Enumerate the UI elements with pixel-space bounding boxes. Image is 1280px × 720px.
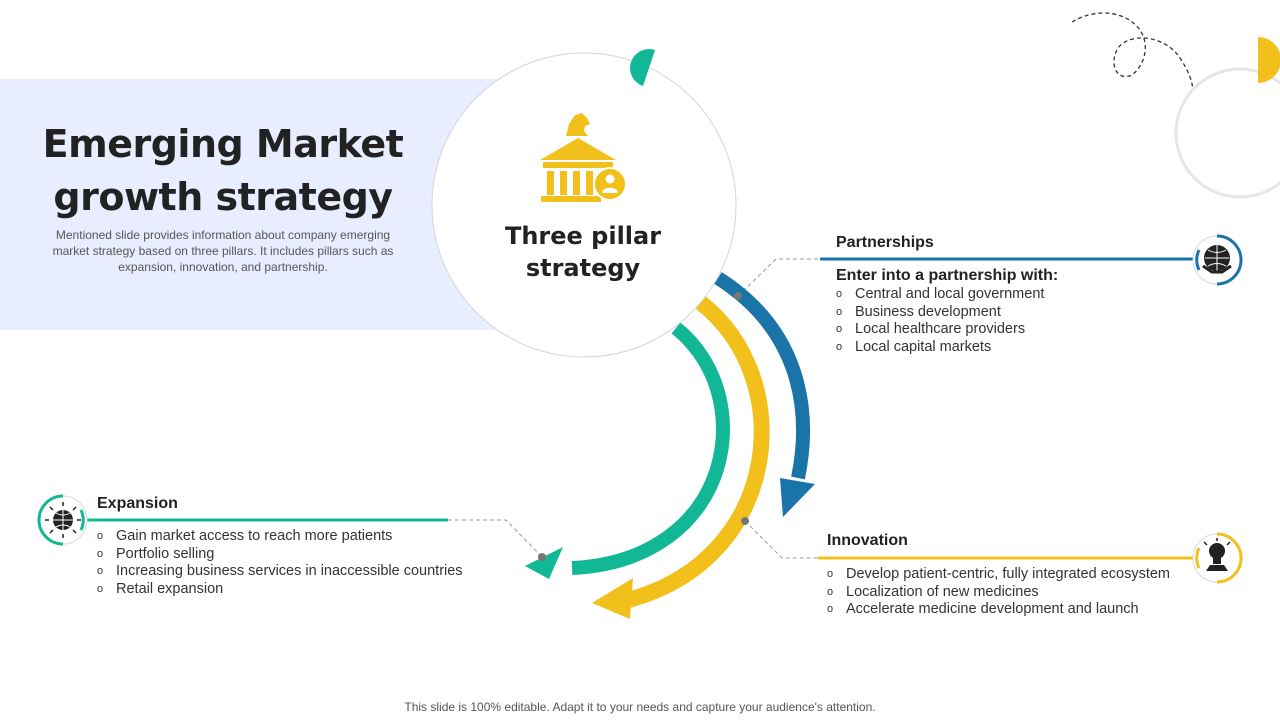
decorative-yellow-half-disc [1258,37,1280,83]
description-line-2: market strategy based on three pillars. … [52,244,394,258]
title-line-1: Emerging Market [42,122,404,166]
expansion-dot [538,553,546,561]
expansion-arrow [525,322,730,579]
list-item: Business development [836,304,1044,322]
center-circle [431,52,737,358]
list-item: Develop patient-centric, fully integrate… [827,566,1170,584]
list-item: Central and local government [836,286,1044,304]
network-globe-icon [37,494,88,546]
bank-chess-knight-icon [540,113,627,202]
lightbulb-gear-icon [1192,532,1243,584]
center-title: Three pillar strategy [483,220,683,284]
list-item: Increasing business services in inaccess… [97,563,463,581]
handshake-globe-icon [1192,234,1243,286]
center-title-line-2: strategy [525,254,641,282]
partnerships-subtitle: Enter into a partnership with: [836,267,1059,284]
innovation-title: Innovation [827,532,908,549]
expansion-list: Gain market access to reach more patient… [97,528,463,599]
slide-footer: This slide is 100% editable. Adapt it to… [404,700,876,714]
list-item: Localization of new medicines [827,584,1170,602]
partnerships-arrow [714,272,815,517]
partnerships-title: Partnerships [836,234,934,251]
list-item: Gain market access to reach more patient… [97,528,463,546]
innovation-list: Develop patient-centric, fully integrate… [827,566,1170,619]
list-item: Local capital markets [836,339,1044,357]
partnerships-dot [734,292,742,300]
slide-title: Emerging Market growth strategy [20,118,426,224]
description-line-3: expansion, innovation, and partnership. [118,260,328,274]
list-item: Portfolio selling [97,546,463,564]
decorative-green-half-disc [630,49,655,86]
innovation-dot [741,517,749,525]
decorative-circle-outline [1174,67,1280,199]
list-item: Accelerate medicine development and laun… [827,601,1170,619]
partnerships-connector [737,258,820,297]
partnerships-list: Central and local government Business de… [836,286,1044,357]
expansion-title: Expansion [97,495,178,512]
innovation-arrow [592,295,770,619]
description-line-1: Mentioned slide provides information abo… [55,228,391,242]
list-item: Retail expansion [97,581,463,599]
innovation-connector [744,520,818,559]
list-item: Local healthcare providers [836,321,1044,339]
center-title-line-1: Three pillar [504,222,662,250]
expansion-connector [448,519,543,558]
slide-description: Mentioned slide provides information abo… [30,227,416,275]
decorative-dashed-swirl [1071,12,1194,91]
title-line-2: growth strategy [53,175,393,219]
